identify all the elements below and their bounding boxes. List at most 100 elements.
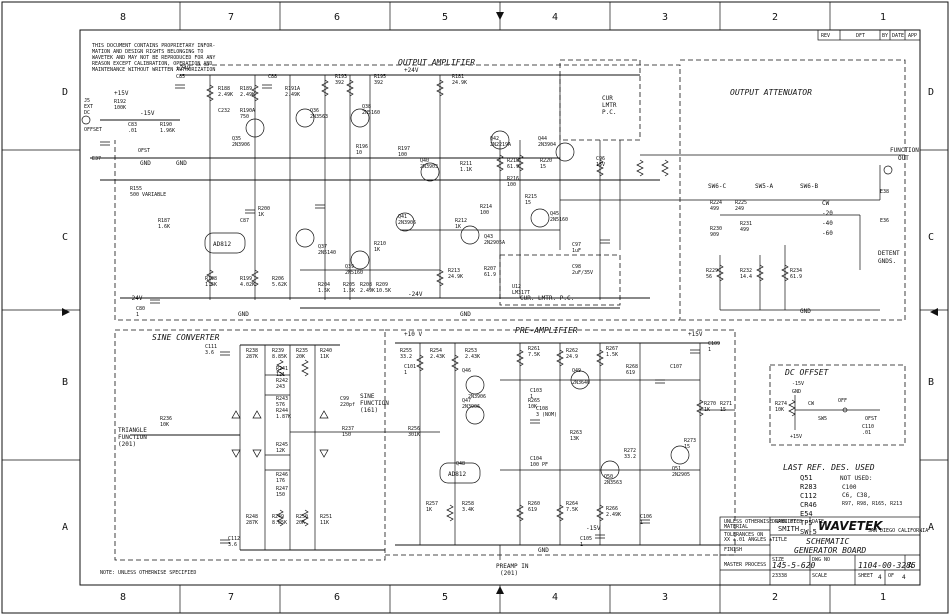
- svg-text:500 VARIABLE: 500 VARIABLE: [130, 192, 166, 198]
- svg-text:C103: C103: [530, 388, 542, 394]
- zone-row-a: A: [62, 522, 68, 533]
- svg-text:C98: C98: [572, 264, 581, 270]
- svg-text:REV: REV: [821, 33, 830, 39]
- svg-text:R274: R274: [775, 401, 787, 407]
- zone-col-8: 8: [120, 12, 126, 23]
- switch-sw6b: SW6-B: [800, 183, 818, 190]
- svg-text:20K: 20K: [296, 354, 305, 360]
- function-out-label: FUNCTION: [890, 147, 919, 154]
- j5-connector: J5 EXT DC OFFSET: [81, 98, 102, 133]
- svg-text:R248: R248: [246, 514, 258, 520]
- zone-row-c: C: [62, 232, 68, 243]
- footer-note: NOTE: UNLESS OTHERWISE SPECIFIED: [100, 570, 196, 576]
- svg-text:R273: R273: [684, 438, 696, 444]
- svg-text:GND: GND: [800, 308, 811, 315]
- svg-text:1.6K: 1.6K: [158, 224, 170, 230]
- svg-text:C96: C96: [596, 156, 605, 162]
- svg-text:Q37: Q37: [318, 244, 327, 250]
- svg-text:+24V: +24V: [404, 67, 419, 74]
- svg-text:-40: -40: [822, 220, 833, 227]
- svg-text:C112: C112: [228, 536, 240, 542]
- svg-text:576: 576: [276, 402, 285, 408]
- svg-text:1: 1: [708, 347, 711, 353]
- svg-text:2N3904: 2N3904: [538, 142, 556, 148]
- svg-text:R235: R235: [296, 348, 308, 354]
- svg-text:R232: R232: [740, 268, 752, 274]
- svg-text:619: 619: [528, 507, 537, 513]
- svg-text:7.5K: 7.5K: [566, 507, 578, 513]
- svg-text:+15V: +15V: [790, 434, 802, 440]
- svg-text:TITLE: TITLE: [772, 537, 787, 543]
- svg-text:R240: R240: [320, 348, 332, 354]
- svg-text:1.87K: 1.87K: [276, 414, 291, 420]
- svg-text:SW5: SW5: [818, 416, 827, 422]
- svg-text:3.6: 3.6: [205, 350, 214, 356]
- svg-text:287K: 287K: [246, 354, 258, 360]
- svg-text:-20: -20: [822, 210, 833, 217]
- svg-text:2N3640: 2N3640: [572, 380, 590, 386]
- svg-text:1.5K: 1.5K: [606, 352, 618, 358]
- revision-block: REV DFT BY DATE APP: [817, 29, 921, 41]
- svg-text:24.9K: 24.9K: [452, 80, 467, 86]
- svg-text:R238: R238: [246, 348, 258, 354]
- drawing-title: SCHEMATIC: [806, 537, 850, 546]
- svg-text:1K: 1K: [374, 247, 380, 253]
- svg-text:R155: R155: [130, 186, 142, 192]
- svg-text:DWG NO: DWG NO: [812, 557, 830, 563]
- svg-text:750: 750: [240, 114, 249, 120]
- svg-text:2N5140: 2N5140: [318, 250, 336, 256]
- svg-text:DATE: DATE: [892, 33, 904, 39]
- svg-text:8.85K: 8.85K: [272, 354, 287, 360]
- svg-text:R197: R197: [398, 146, 410, 152]
- svg-text:BY: BY: [882, 33, 888, 39]
- svg-text:11K: 11K: [320, 520, 329, 526]
- svg-text:2.49K: 2.49K: [218, 92, 233, 98]
- svg-text:(161): (161): [360, 407, 378, 414]
- svg-text:Q40: Q40: [420, 158, 429, 164]
- svg-text:R209: R209: [376, 282, 388, 288]
- svg-text:R206: R206: [272, 276, 284, 282]
- svg-text:2N2905A: 2N2905A: [484, 240, 505, 246]
- sine-function-label: SINE: [360, 393, 375, 400]
- svg-text:7.5K: 7.5K: [528, 352, 540, 358]
- svg-text:220pf: 220pf: [340, 402, 355, 408]
- svg-text:DRAWN BY: DRAWN BY: [772, 519, 796, 525]
- svg-text:OFFSET: OFFSET: [84, 127, 102, 133]
- zone-col-7-bottom: 7: [228, 592, 234, 603]
- svg-text:TP5: TP5: [800, 519, 813, 527]
- svg-text:SHEET: SHEET: [858, 573, 873, 579]
- svg-text:2N3906: 2N3906: [468, 394, 486, 400]
- zone-row-d: D: [62, 87, 68, 98]
- svg-text:-15V: -15V: [140, 110, 155, 117]
- zone-col-2-bottom: 2: [772, 592, 778, 603]
- svg-text:R188: R188: [218, 86, 230, 92]
- svg-text:R249: R249: [272, 514, 284, 520]
- svg-text:2N5160: 2N5160: [345, 270, 363, 276]
- svg-text:SIZE: SIZE: [772, 557, 784, 563]
- svg-text:3.4K: 3.4K: [462, 507, 474, 513]
- svg-text:R218: R218: [507, 158, 519, 164]
- svg-text:R272: R272: [624, 448, 636, 454]
- dc-offset-outline: [769, 364, 906, 446]
- svg-text:2N2905: 2N2905: [672, 472, 690, 478]
- drawing-number: 1104-00-3285: [858, 561, 916, 570]
- svg-text:C108: C108: [536, 406, 548, 412]
- svg-text:15: 15: [540, 164, 546, 170]
- svg-text:15: 15: [525, 200, 531, 206]
- svg-text:2N3906: 2N3906: [232, 142, 250, 148]
- svg-text:Q51: Q51: [672, 466, 681, 472]
- svg-text:Q51: Q51: [800, 474, 813, 482]
- svg-text:CR46: CR46: [800, 501, 817, 509]
- svg-text:R205: R205: [343, 282, 355, 288]
- svg-text:R257: R257: [426, 501, 438, 507]
- svg-text:R256: R256: [408, 426, 420, 432]
- svg-text:C232: C232: [218, 108, 230, 114]
- svg-text:R199: R199: [240, 276, 252, 282]
- svg-text:-15V: -15V: [792, 381, 804, 387]
- svg-text:.01: .01: [862, 430, 871, 436]
- svg-text:Q47: Q47: [462, 398, 471, 404]
- svg-text:Q48: Q48: [456, 461, 465, 467]
- svg-text:R193: R193: [335, 74, 347, 80]
- svg-text:WAVETEK AND MAY NOT BE REPRODU: WAVETEK AND MAY NOT BE REPRODUCED FOR AN…: [92, 55, 215, 61]
- resistor-symbols: [206, 79, 789, 527]
